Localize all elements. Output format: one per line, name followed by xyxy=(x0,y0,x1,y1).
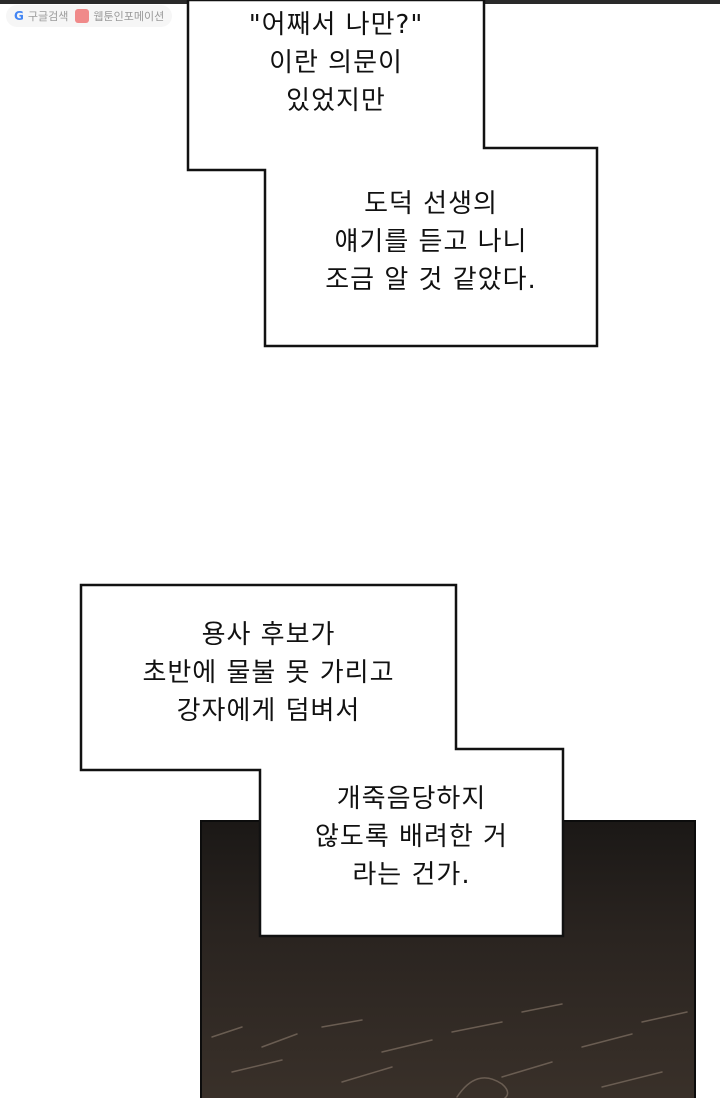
google-icon: G xyxy=(14,9,24,23)
caption-1-line-3: 있었지만 xyxy=(286,86,386,116)
caption-box-group-1 xyxy=(186,0,599,348)
caption-2-line-2: 얘기를 듣고 나니 xyxy=(334,227,528,257)
caption-1-line-1: "어째서 나만?" xyxy=(248,10,424,40)
caption-4-line-2: 않도록 배려한 거 xyxy=(315,822,508,852)
site-badge-icon xyxy=(75,9,90,23)
caption-3: 용사 후보가 초반에 물불 못 가리고 강자에게 덤벼서 xyxy=(81,616,456,730)
caption-4: 개죽음당하지 않도록 배려한 거 라는 건가. xyxy=(260,780,563,894)
caption-1: "어째서 나만?" 이란 의문이 있었지만 xyxy=(188,6,484,120)
ground-texture-icon xyxy=(211,1003,688,1098)
caption-4-line-3: 라는 건가. xyxy=(352,860,471,890)
watermark-site-text: 웹툰인포메이션 xyxy=(93,10,165,23)
caption-1-line-2: 이란 의문이 xyxy=(269,48,403,78)
watermark: G 구글검색 웹툰인포메이션 xyxy=(6,5,173,27)
caption-4-line-1: 개죽음당하지 xyxy=(336,784,487,814)
caption-box-2-outline xyxy=(79,583,565,938)
caption-2-line-3: 조금 알 것 같았다. xyxy=(325,265,537,295)
caption-2-line-1: 도덕 선생의 xyxy=(364,189,498,219)
caption-3-line-1: 용사 후보가 xyxy=(201,620,336,650)
caption-3-line-3: 강자에게 덤벼서 xyxy=(176,696,361,726)
watermark-search-text: 구글검색 xyxy=(27,10,69,23)
caption-2: 도덕 선생의 얘기를 듣고 나니 조금 알 것 같았다. xyxy=(265,185,597,299)
caption-3-line-2: 초반에 물불 못 가리고 xyxy=(142,658,395,688)
caption-box-1-outline xyxy=(186,0,599,348)
caption-box-group-2 xyxy=(79,583,565,938)
